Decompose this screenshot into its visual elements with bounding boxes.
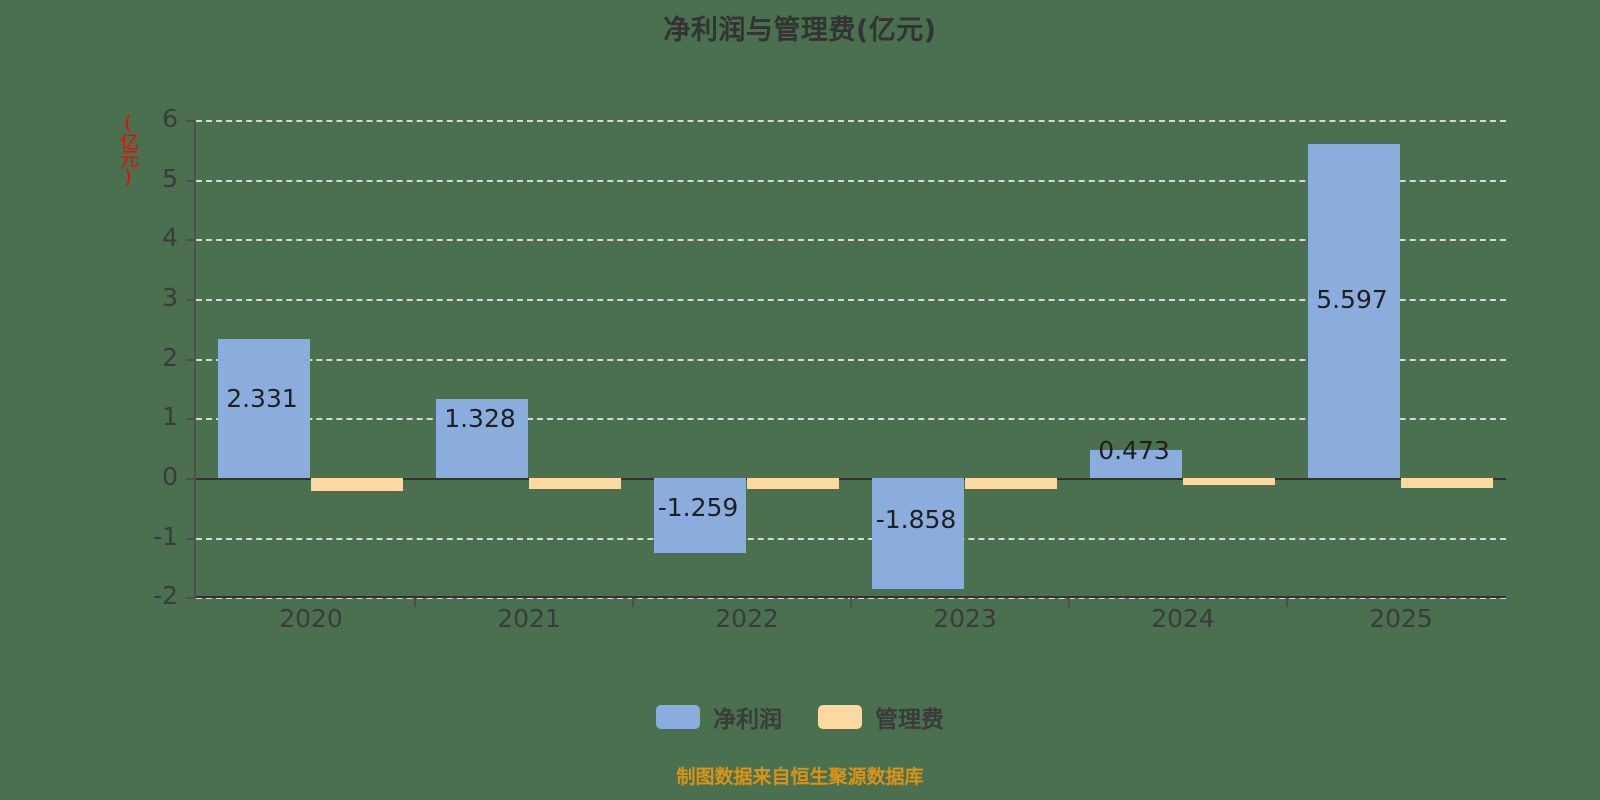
x-tick-label-2023: 2023 (933, 604, 997, 633)
chart-legend: 净利润 管理费 (0, 700, 1600, 734)
gridline-1 (196, 418, 1506, 420)
y-tick-label-1: 1 (162, 402, 178, 431)
y-tick-mark (186, 538, 195, 540)
y-tick-mark (186, 359, 195, 361)
y-tick-mark (186, 478, 195, 480)
x-tick-mark (632, 598, 634, 607)
bar-net-profit-2020[interactable] (218, 339, 310, 478)
x-tick-mark (414, 598, 416, 607)
y-tick-label-0: 0 (162, 462, 178, 491)
legend-label-management-fee: 管理费 (875, 707, 944, 733)
y-tick-label-6: 6 (162, 104, 178, 133)
y-axis-title: (亿元) (117, 112, 139, 186)
x-tick-label-2021: 2021 (497, 604, 561, 633)
gridline-5 (196, 180, 1506, 182)
legend-label-net-profit: 净利润 (713, 707, 782, 733)
bar-management-fee-2021[interactable] (529, 478, 621, 489)
bar-value-label-2024: 0.473 (1098, 436, 1170, 465)
bar-net-profit-2024[interactable] (1090, 450, 1182, 478)
plot-area (196, 120, 1506, 599)
bar-net-profit-2023[interactable] (872, 478, 964, 589)
x-axis-line (196, 596, 1506, 598)
bar-value-label-2021: 1.328 (444, 404, 516, 433)
y-tick-mark (186, 239, 195, 241)
source-note: 制图数据来自恒生聚源数据库 (676, 766, 924, 788)
y-tick-mark (186, 418, 195, 420)
y-tick-mark (186, 180, 195, 182)
y-tick-mark (186, 120, 195, 122)
legend-item-net-profit[interactable]: 净利润 (656, 700, 782, 734)
y-tick-mark (186, 597, 195, 599)
bar-management-fee-2020[interactable] (311, 478, 403, 491)
gridline-4 (196, 239, 1506, 241)
legend-swatch-management-fee (818, 705, 862, 729)
y-tick-label-3: 3 (162, 283, 178, 312)
bar-management-fee-2025[interactable] (1401, 478, 1493, 488)
legend-item-management-fee[interactable]: 管理费 (818, 700, 944, 734)
x-tick-label-2022: 2022 (715, 604, 779, 633)
y-tick-label-2: 2 (162, 343, 178, 372)
x-tick-label-2024: 2024 (1151, 604, 1215, 633)
y-tick-label-4: 4 (162, 223, 178, 252)
gridline-0 (196, 478, 1506, 480)
bar-net-profit-2021[interactable] (436, 399, 528, 478)
gridline-2 (196, 359, 1506, 361)
gridline-n1 (196, 538, 1506, 540)
bar-value-label-2022: -1.259 (657, 493, 739, 522)
gridline-3 (196, 299, 1506, 301)
bar-value-label-2020: 2.331 (226, 384, 298, 413)
bar-net-profit-2025[interactable] (1308, 144, 1400, 478)
bar-value-label-2023: -1.858 (875, 505, 957, 534)
y-tick-label-n1: -1 (153, 522, 178, 551)
x-tick-mark (1286, 598, 1288, 607)
x-tick-mark (1068, 598, 1070, 607)
x-tick-label-2020: 2020 (279, 604, 343, 633)
y-axis-line (194, 120, 196, 598)
bar-management-fee-2023[interactable] (965, 478, 1057, 489)
bar-value-label-2025: 5.597 (1316, 285, 1388, 314)
legend-swatch-net-profit (656, 705, 700, 729)
chart-title: 净利润与管理费(亿元) (663, 15, 937, 46)
y-tick-mark (186, 299, 195, 301)
bar-net-profit-2022[interactable] (654, 478, 746, 553)
x-tick-label-2025: 2025 (1369, 604, 1433, 633)
y-tick-label-5: 5 (162, 164, 178, 193)
bar-management-fee-2024[interactable] (1183, 478, 1275, 485)
y-tick-label-n2: -2 (153, 581, 178, 610)
x-tick-mark (850, 598, 852, 607)
gridline-6 (196, 120, 1506, 122)
bar-management-fee-2022[interactable] (747, 478, 839, 489)
